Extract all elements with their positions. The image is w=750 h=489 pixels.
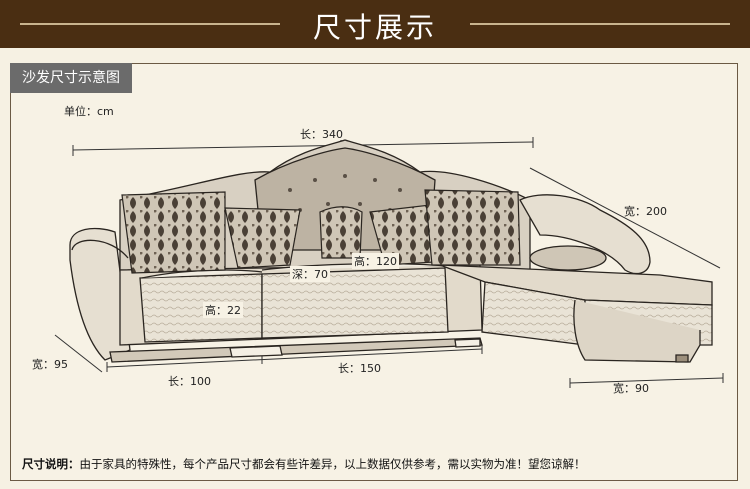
dim-line-left-width — [54, 334, 103, 373]
diagram-tag: 沙发尺寸示意图 — [10, 63, 132, 93]
dim-seat-depth: 深：70 — [290, 266, 330, 282]
dim-back-height: 高：120 — [352, 253, 399, 269]
size-note-text: 由于家具的特殊性，每个产品尺寸都会有些许差异，以上数据仅供参考，需以实物为准！望… — [79, 457, 586, 471]
size-note-label: 尺寸说明： — [22, 457, 80, 471]
pillows — [121, 189, 521, 274]
dim-length-150: 长：150 — [338, 362, 381, 375]
dim-total-length: 长：340 — [300, 128, 343, 141]
size-note: 尺寸说明：由于家具的特殊性，每个产品尺寸都会有些许差异，以上数据仅供参考，需以实… — [22, 456, 586, 472]
banner-divider-right — [470, 23, 730, 25]
pillow-left — [121, 191, 226, 274]
unit-label: 单位：cm — [64, 105, 114, 118]
dim-line-total-length — [72, 141, 534, 151]
dim-right-depth: 宽：200 — [624, 205, 667, 218]
dim-seat-height: 高：22 — [203, 302, 243, 318]
pillow-left-inner — [224, 207, 301, 269]
dim-line-right-depth — [529, 167, 721, 269]
dim-length-100: 长：100 — [168, 375, 211, 388]
banner-divider-left — [20, 23, 280, 25]
pillow-right — [424, 189, 521, 266]
pillow-center — [319, 206, 363, 259]
dim-chaise-width: 宽：90 — [613, 382, 649, 395]
dim-line-front-length — [106, 348, 483, 368]
banner-title: 尺寸展示 — [312, 11, 437, 44]
dim-left-width: 宽：95 — [32, 358, 68, 371]
dim-line-chaise-width — [569, 377, 724, 384]
title-banner: 尺寸展示 — [0, 0, 750, 48]
